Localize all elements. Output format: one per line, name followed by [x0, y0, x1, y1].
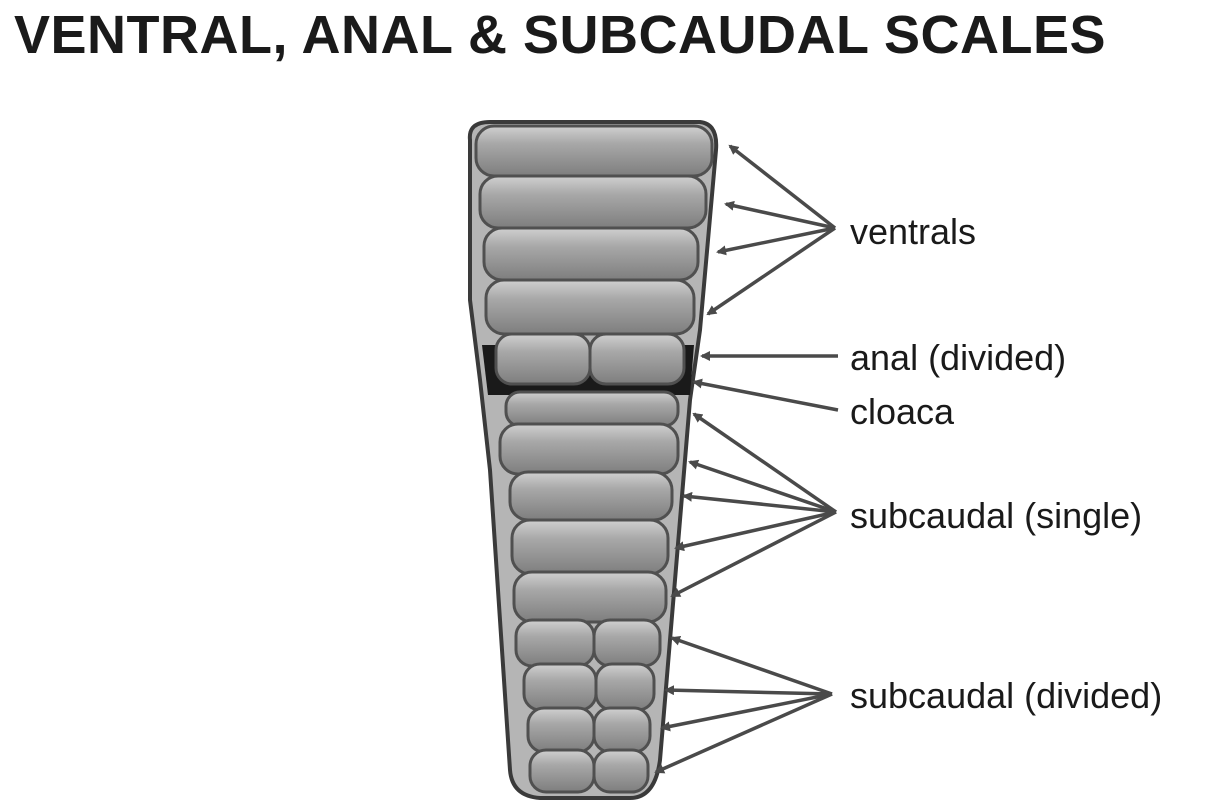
subcaudal-divided-left	[522, 662, 598, 712]
ventrals-arrows	[706, 144, 837, 316]
subcaudal-single-scale	[498, 422, 680, 476]
label-anal-divided: anal (divided)	[850, 337, 1067, 378]
subcaudal-single-arrow	[674, 510, 837, 552]
subcaudal-single-arrow	[670, 510, 837, 598]
ventral-scale	[478, 174, 708, 230]
anal-scale-left	[494, 332, 592, 386]
subcaudal-divided-scales	[514, 618, 662, 794]
ventrals-arrow	[724, 200, 836, 230]
subcaudal-divided-arrow	[664, 685, 833, 696]
label-subcaudal-single: subcaudal (single)	[850, 495, 1143, 536]
subcaudal-divided-arrow	[654, 692, 833, 774]
anal-scale-divided	[494, 332, 686, 386]
subcaudal-divided-arrow	[660, 692, 833, 732]
cloaca-arrow-line	[692, 378, 839, 412]
subcaudal-single-scale	[508, 470, 674, 522]
subcaudal-single-arrow	[692, 412, 837, 514]
subcaudal-divided-right	[592, 706, 652, 754]
ventrals-arrow	[728, 144, 837, 230]
subcaudal-single-scale	[510, 518, 670, 576]
ventral-scale	[482, 226, 700, 282]
subcaudal-single-scale	[512, 570, 668, 624]
label-ventrals: ventrals	[850, 211, 977, 252]
subcaudal-single-scales	[498, 390, 680, 624]
subcaudal-divided-left	[514, 618, 596, 668]
ventrals-arrow	[706, 226, 836, 316]
ventral-scale	[474, 124, 714, 178]
subcaudal-divided-arrow	[670, 635, 833, 696]
ventrals-arrow	[716, 226, 836, 256]
subcaudal-single-arrows	[670, 412, 837, 598]
label-subcaudal-divided: subcaudal (divided)	[850, 675, 1163, 716]
ventral-scales	[474, 124, 714, 336]
subcaudal-divided-right	[592, 748, 650, 794]
cloaca-arrow	[692, 378, 839, 412]
subcaudal-divided-arrows	[654, 635, 833, 774]
subcaudal-single-arrow	[682, 491, 837, 514]
subcaudal-divided-right	[594, 662, 656, 712]
subcaudal-single-scale	[504, 390, 680, 428]
label-cloaca: cloaca	[850, 391, 955, 432]
anal-scale-right	[588, 332, 686, 386]
subcaudal-single-arrow	[688, 459, 837, 514]
ventral-scale	[484, 278, 696, 336]
diagram-title: VENTRAL, ANAL & SUBCAUDAL SCALES	[14, 5, 1107, 65]
subcaudal-divided-right	[592, 618, 662, 668]
subcaudal-divided-left	[528, 748, 596, 794]
subcaudal-divided-left	[526, 706, 596, 754]
